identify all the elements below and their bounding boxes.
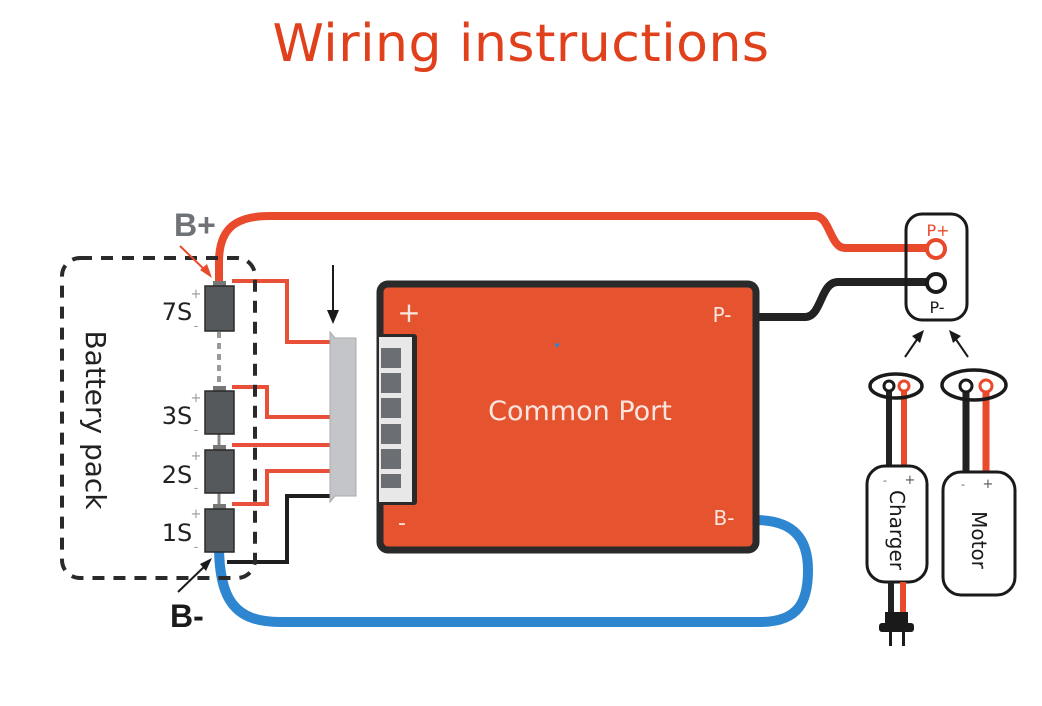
diagram-title: Wiring instructions bbox=[272, 14, 770, 74]
motor bbox=[940, 368, 1017, 597]
cell-1s bbox=[204, 504, 235, 553]
board-common-port-label: Common Port bbox=[488, 396, 672, 427]
cell-label-1s: 1S bbox=[162, 519, 193, 547]
cell-label-2s: 2S bbox=[162, 461, 193, 489]
board-plus-label: + bbox=[397, 296, 420, 329]
board-balance-socket bbox=[378, 334, 417, 505]
insert-arrow-icon bbox=[327, 265, 339, 324]
svg-text:-: - bbox=[194, 319, 199, 334]
cell-label-7s: 7S bbox=[162, 298, 193, 326]
p-minus-label: P- bbox=[929, 298, 944, 317]
b-minus-wire bbox=[214, 515, 814, 627]
svg-text:+: + bbox=[191, 287, 202, 302]
charger-minus-label: - bbox=[883, 474, 887, 487]
motor-plus-label: + bbox=[983, 477, 994, 492]
battery-pack-outline bbox=[60, 256, 257, 580]
balance-plug bbox=[329, 330, 357, 504]
balance-wire-negative bbox=[227, 494, 332, 564]
balance-wires bbox=[232, 279, 332, 506]
b-plus-wire bbox=[215, 212, 935, 286]
cell-polarity-markers: + - + - + - + - bbox=[191, 287, 202, 555]
svg-text:-: - bbox=[194, 540, 199, 555]
p-plus-label: P+ bbox=[926, 221, 949, 240]
cell-7s bbox=[204, 281, 235, 332]
b-minus-arrow-icon bbox=[177, 558, 212, 593]
cell-label-3s: 3S bbox=[162, 402, 193, 430]
svg-text:-: - bbox=[194, 423, 199, 438]
charger-to-port-arrow-icon bbox=[904, 330, 924, 358]
board-minus-label: - bbox=[398, 511, 406, 536]
charger-plus-label: + bbox=[905, 473, 916, 488]
b-plus-label: B+ bbox=[174, 207, 216, 243]
svg-text:+: + bbox=[191, 391, 202, 406]
svg-text:-: - bbox=[194, 481, 199, 496]
motor-minus-label: - bbox=[961, 478, 965, 491]
board-marker bbox=[555, 343, 559, 347]
motor-to-port-arrow-icon bbox=[949, 330, 969, 358]
charger-label: Charger bbox=[885, 490, 909, 571]
p-plus-terminal bbox=[925, 238, 947, 260]
board-p-minus-label: P- bbox=[713, 303, 732, 327]
svg-text:+: + bbox=[191, 507, 202, 522]
cell-2s bbox=[204, 445, 235, 494]
b-minus-label: B- bbox=[170, 598, 204, 634]
battery-pack-label: Battery pack bbox=[79, 330, 112, 510]
p-minus-terminal bbox=[925, 272, 947, 294]
output-port-box bbox=[904, 212, 969, 322]
svg-text:+: + bbox=[191, 449, 202, 464]
p-minus-wire bbox=[756, 278, 935, 321]
motor-label: Motor bbox=[967, 511, 991, 570]
charger bbox=[865, 372, 929, 646]
b-plus-arrow-icon bbox=[179, 245, 212, 278]
cell-3s bbox=[204, 386, 235, 435]
board-b-minus-label: B- bbox=[714, 506, 735, 530]
